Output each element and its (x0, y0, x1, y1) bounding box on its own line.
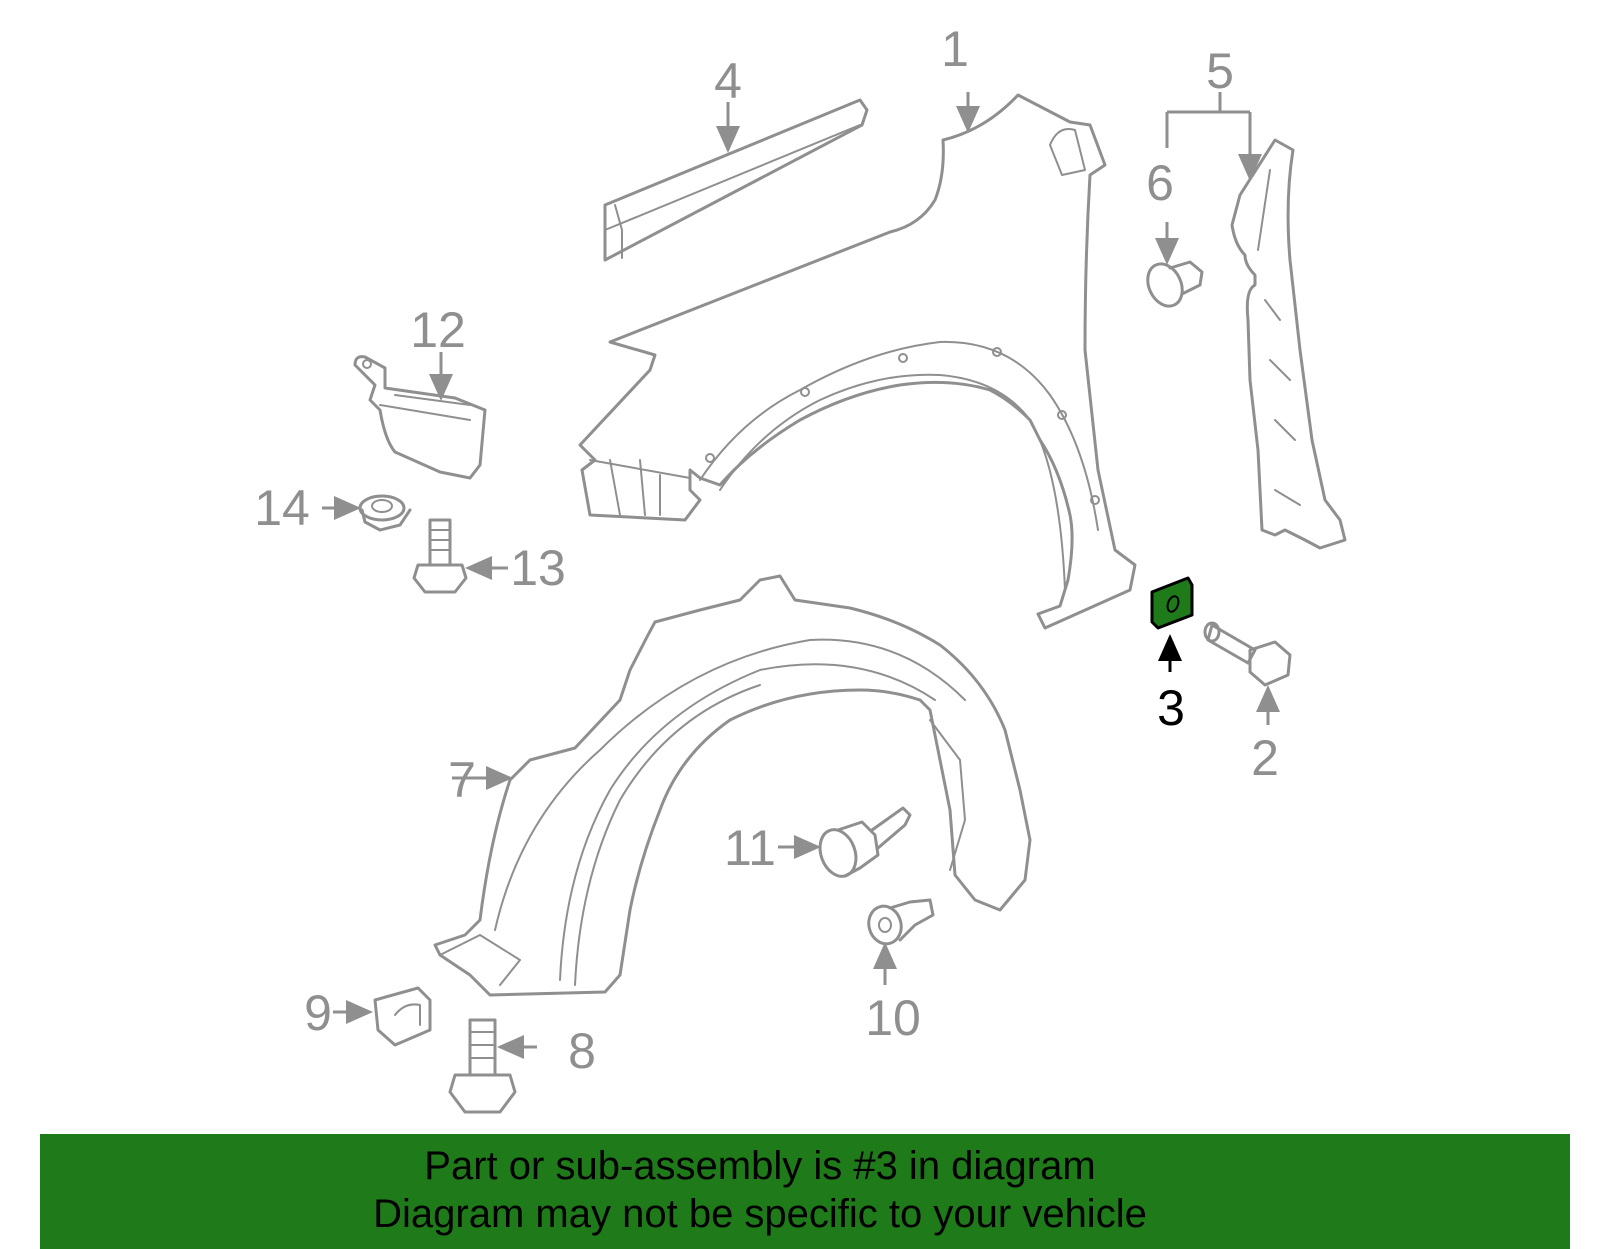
callout-labels: 1 4 5 6 12 14 13 3 2 7 11 10 9 8 (254, 21, 1279, 1079)
part-11-stopper (818, 806, 912, 878)
callout-9: 9 (304, 985, 332, 1041)
part-1-fender (578, 93, 1137, 630)
part-9-clip (373, 986, 432, 1047)
part-3-pad (1150, 576, 1194, 630)
callout-13: 13 (510, 540, 566, 596)
part-8-bolt (448, 1018, 517, 1114)
part-12-bracket (353, 355, 487, 480)
info-banner: Part or sub-assembly is #3 in diagram Di… (40, 1134, 1570, 1249)
callout-11: 11 (724, 820, 776, 876)
callout-2: 2 (1251, 730, 1279, 786)
callout-7: 7 (448, 752, 476, 808)
callout-8: 8 (568, 1023, 596, 1079)
part-13-bolt (412, 518, 468, 594)
part-6-clip (1146, 260, 1204, 308)
part-14-nut (358, 494, 412, 532)
part-4-moulding (603, 98, 869, 262)
callout-4: 4 (714, 53, 742, 109)
callout-3: 3 (1157, 680, 1185, 736)
callout-6: 6 (1146, 155, 1174, 211)
banner-line-1: Part or sub-assembly is #3 in diagram (424, 1144, 1096, 1188)
callout-5: 5 (1206, 43, 1234, 99)
part-5-bracket (1230, 138, 1347, 550)
part-2-bolt (1203, 621, 1292, 687)
part-10-clip (867, 898, 935, 946)
banner-line-2: Diagram may not be specific to your vehi… (373, 1192, 1147, 1236)
callout-12: 12 (410, 302, 466, 358)
part-7-liner (433, 574, 1032, 997)
callout-10: 10 (865, 990, 921, 1046)
leader-lines (322, 92, 1280, 1059)
callout-1: 1 (941, 21, 969, 77)
callout-14: 14 (254, 480, 310, 536)
